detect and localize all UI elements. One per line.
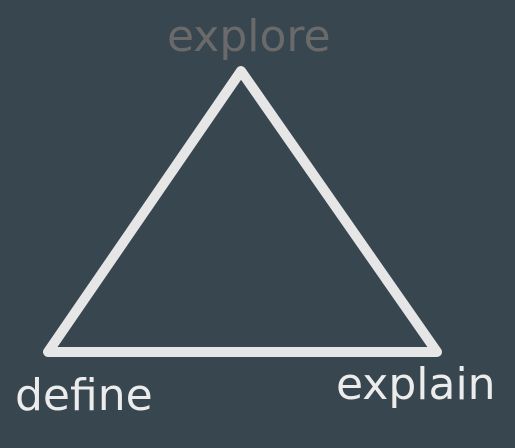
triangle-outline xyxy=(43,66,442,357)
vertex-label-bottom-right: explain xyxy=(336,359,496,410)
vertex-label-top: explore xyxy=(167,11,331,62)
vertex-label-bottom-left: define xyxy=(15,370,153,421)
